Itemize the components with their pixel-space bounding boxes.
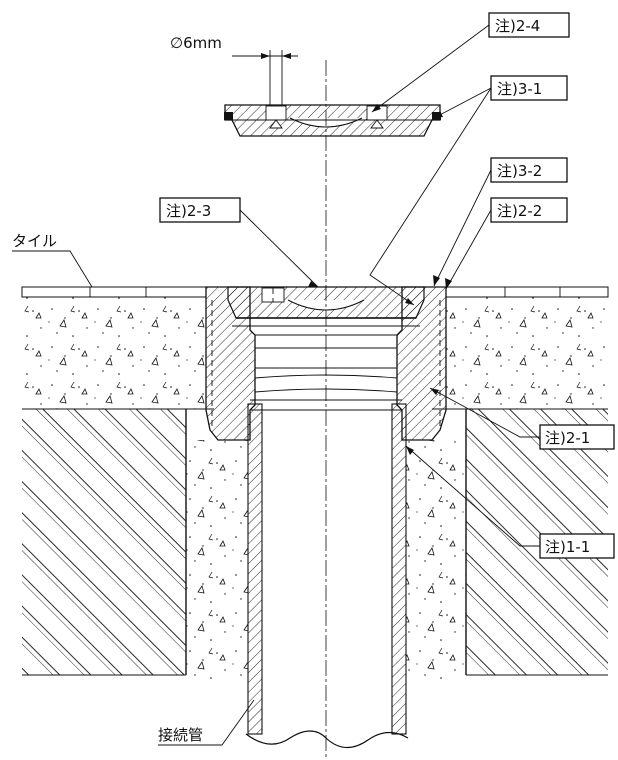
- leader-lines: [12, 24, 540, 746]
- note-2-4-text: 注)2-4: [495, 17, 540, 35]
- note-2-2-text: 注)2-2: [497, 202, 542, 220]
- note-1-1: 注)1-1: [539, 533, 615, 559]
- note-2-1-text: 注)2-1: [545, 429, 590, 447]
- note-1-1-text: 注)1-1: [545, 538, 590, 556]
- note-2-3: 注)2-3: [159, 197, 241, 223]
- dimension-6mm: ∅6mm: [170, 34, 298, 105]
- pipe-label: 接続管: [158, 726, 203, 744]
- drain-body: [205, 286, 447, 441]
- note-2-4: 注)2-4: [488, 12, 570, 38]
- note-2-2: 注)2-2: [490, 197, 568, 223]
- tile-label: タイル: [12, 232, 57, 250]
- concrete-slab: [22, 296, 608, 410]
- dimension-label: ∅6mm: [170, 34, 222, 52]
- beam-left: [22, 409, 187, 676]
- detached-cover: [224, 104, 441, 137]
- note-2-3-text: 注)2-3: [166, 202, 211, 220]
- note-2-1: 注)2-1: [539, 424, 615, 450]
- pipe-sleeve-concrete: [186, 440, 466, 680]
- note-3-2: 注)3-2: [490, 157, 568, 183]
- note-3-2-text: 注)3-2: [497, 162, 542, 180]
- note-3-1: 注)3-1: [490, 75, 568, 101]
- connecting-pipe: [245, 403, 409, 749]
- note-3-1-text: 注)3-1: [497, 80, 542, 98]
